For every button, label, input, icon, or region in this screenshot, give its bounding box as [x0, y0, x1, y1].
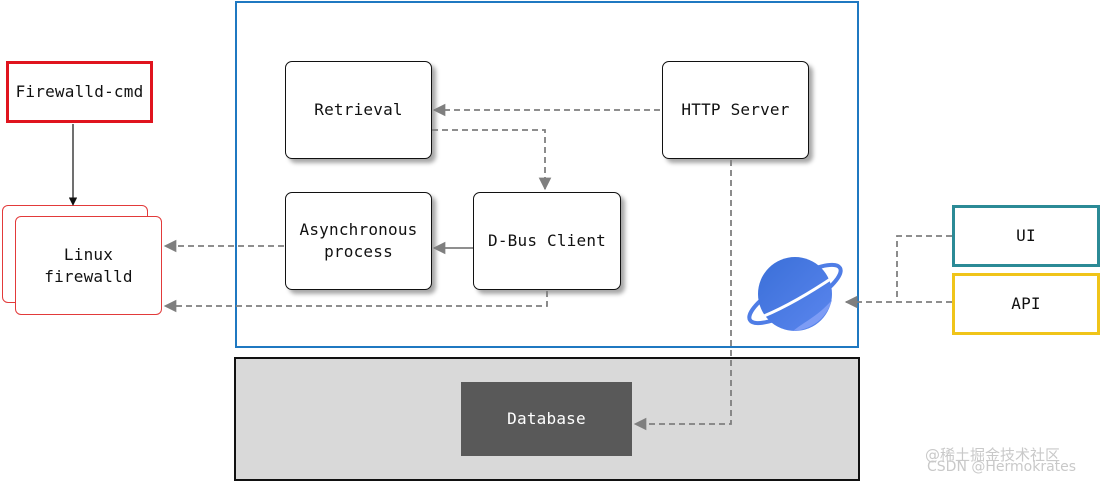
retrieval-node: Retrieval — [285, 61, 432, 159]
main-application-panel — [235, 1, 859, 348]
watermark-juejin: @稀土掘金技术社区 — [925, 446, 1061, 464]
ui-node: UI — [952, 205, 1100, 267]
watermark-csdn: CSDN @Hermokrates — [927, 459, 1077, 475]
api-node: API — [952, 273, 1100, 335]
linux-firewalld-node: Linux firewalld — [15, 216, 162, 315]
database-node: Database — [461, 382, 632, 456]
firewalld-cmd-node: Firewalld-cmd — [6, 61, 153, 123]
planet-icon — [747, 257, 843, 331]
edge-ui-to-planet — [896, 235, 952, 302]
async-process-node: Asynchronous process — [285, 192, 432, 290]
dbus-client-node: D-Bus Client — [473, 192, 621, 290]
http-server-node: HTTP Server — [662, 61, 809, 159]
